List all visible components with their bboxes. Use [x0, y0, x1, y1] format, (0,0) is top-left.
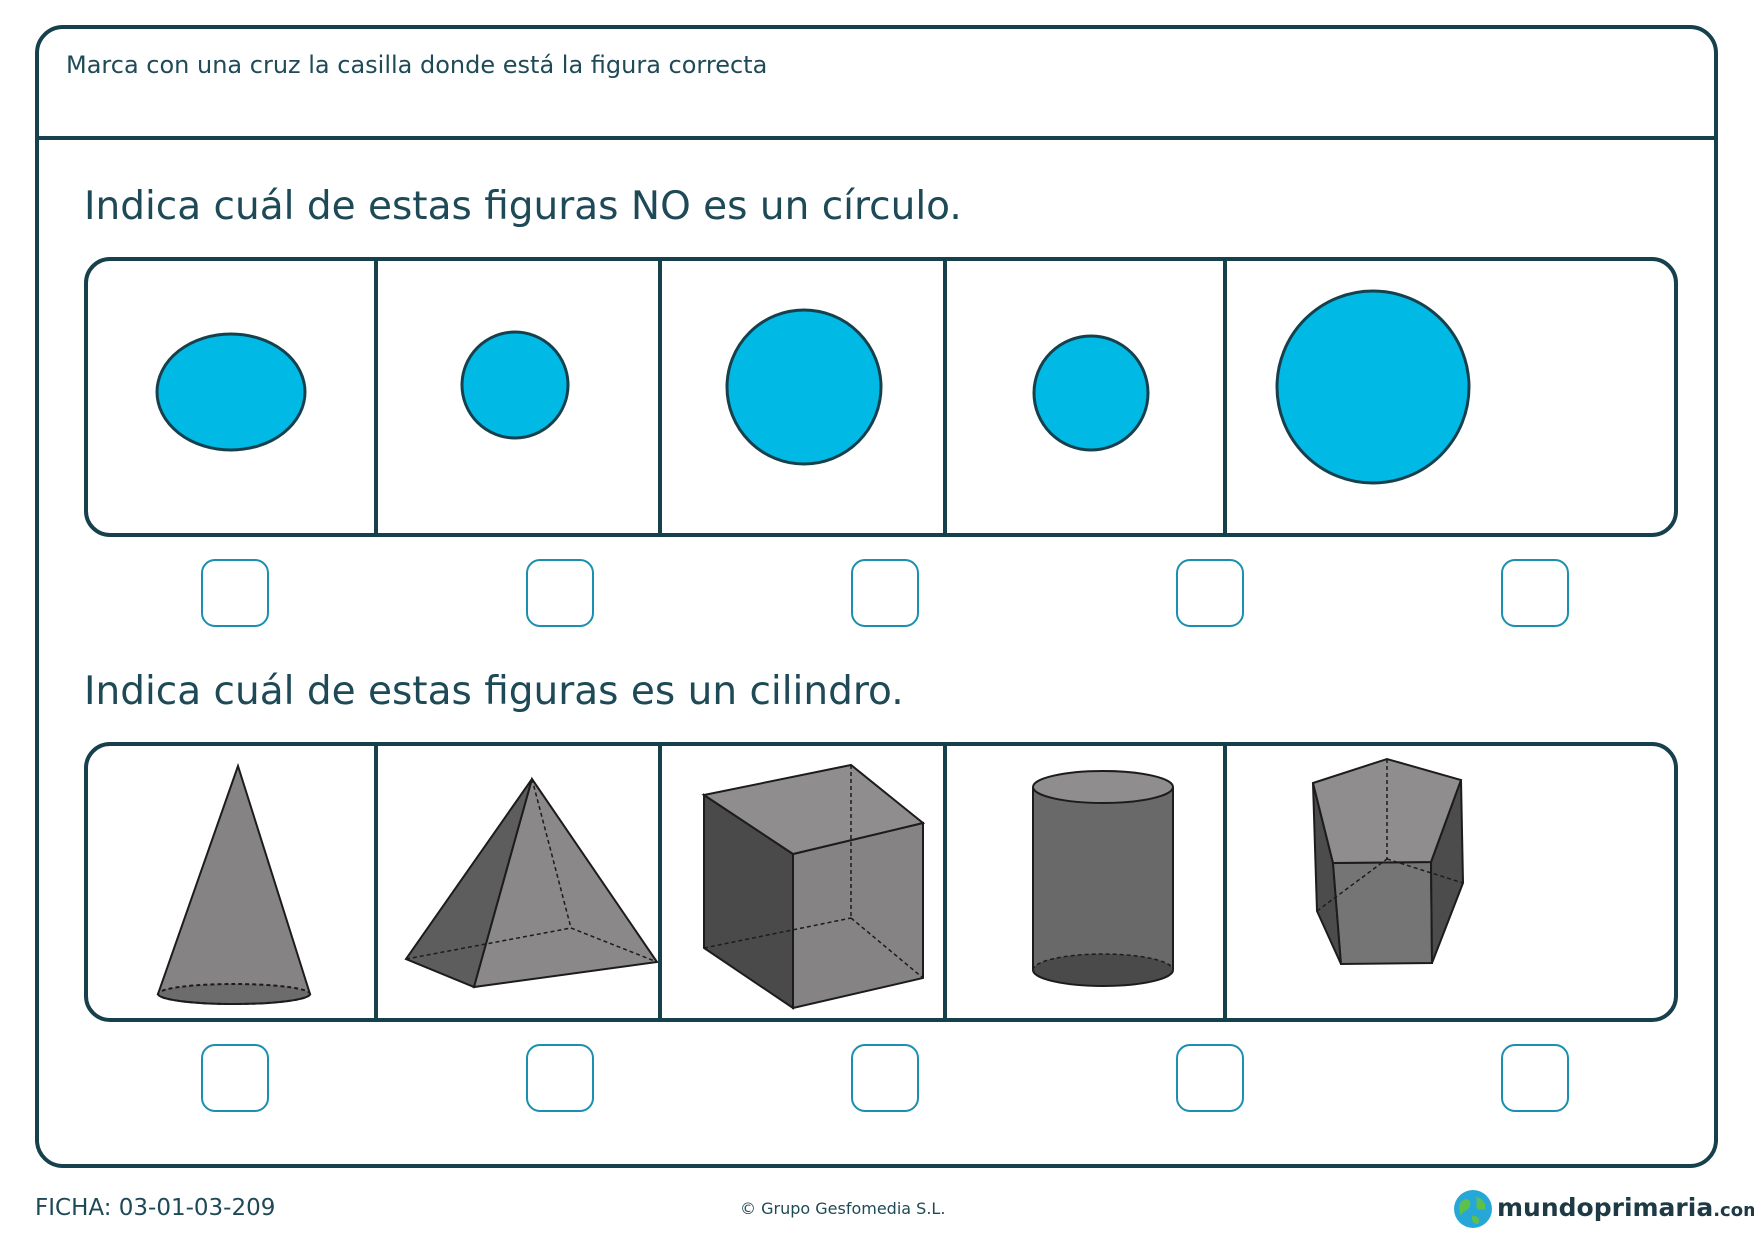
figure-cell: [658, 746, 947, 1018]
brand-name: mundoprimaria: [1497, 1193, 1714, 1222]
answer-checkbox-2-2[interactable]: [526, 1044, 594, 1112]
globe-logo-icon: [1454, 1190, 1492, 1228]
brand-domain: .com: [1713, 1200, 1754, 1221]
answer-checkbox-1-4[interactable]: [1176, 559, 1244, 627]
question-2-title: Indica cuál de estas figuras es un cilin…: [84, 669, 904, 714]
pentagonal-prism-icon: [1311, 757, 1465, 966]
figure-cell: [943, 746, 1227, 1018]
pyramid-icon: [404, 776, 659, 989]
instruction-header: Marca con una cruz la casilla donde está…: [39, 29, 1714, 140]
large-circle-icon: [1275, 289, 1471, 485]
answer-checkbox-2-1[interactable]: [201, 1044, 269, 1112]
answer-checkbox-2-3[interactable]: [851, 1044, 919, 1112]
figure-cell: [1223, 261, 1674, 533]
question-1-title: Indica cuál de estas figuras NO es un cí…: [84, 184, 962, 229]
instruction-text: Marca con una cruz la casilla donde está…: [66, 51, 768, 79]
figure-cell: [943, 261, 1227, 533]
brand-logo-text: mundoprimaria.com: [1497, 1193, 1754, 1222]
cube-icon: [701, 763, 926, 1010]
question-2-figures-panel: [84, 742, 1678, 1022]
question-1-figures-panel: [84, 257, 1678, 537]
answer-checkbox-1-3[interactable]: [851, 559, 919, 627]
worksheet: Marca con una cruz la casilla donde está…: [35, 25, 1718, 1168]
answer-checkbox-1-5[interactable]: [1501, 559, 1569, 627]
figure-cell: [374, 746, 662, 1018]
figure-cell: [1223, 746, 1674, 1018]
figure-cell: [374, 261, 662, 533]
answer-checkbox-2-4[interactable]: [1176, 1044, 1244, 1112]
figure-cell: [88, 261, 378, 533]
figure-cell: [658, 261, 947, 533]
copyright-text: © Grupo Gesfomedia S.L.: [740, 1199, 946, 1218]
cone-icon: [156, 762, 312, 1005]
ellipse-icon: [155, 332, 307, 452]
ficha-code: FICHA: 03-01-03-209: [35, 1195, 276, 1221]
answer-checkbox-2-5[interactable]: [1501, 1044, 1569, 1112]
cylinder-icon: [1032, 770, 1174, 987]
answer-checkbox-1-2[interactable]: [526, 559, 594, 627]
answer-checkbox-1-1[interactable]: [201, 559, 269, 627]
medium-circle-icon: [725, 308, 883, 466]
figure-cell: [88, 746, 378, 1018]
small-circle-icon: [1032, 334, 1150, 452]
small-circle-icon: [460, 330, 570, 440]
